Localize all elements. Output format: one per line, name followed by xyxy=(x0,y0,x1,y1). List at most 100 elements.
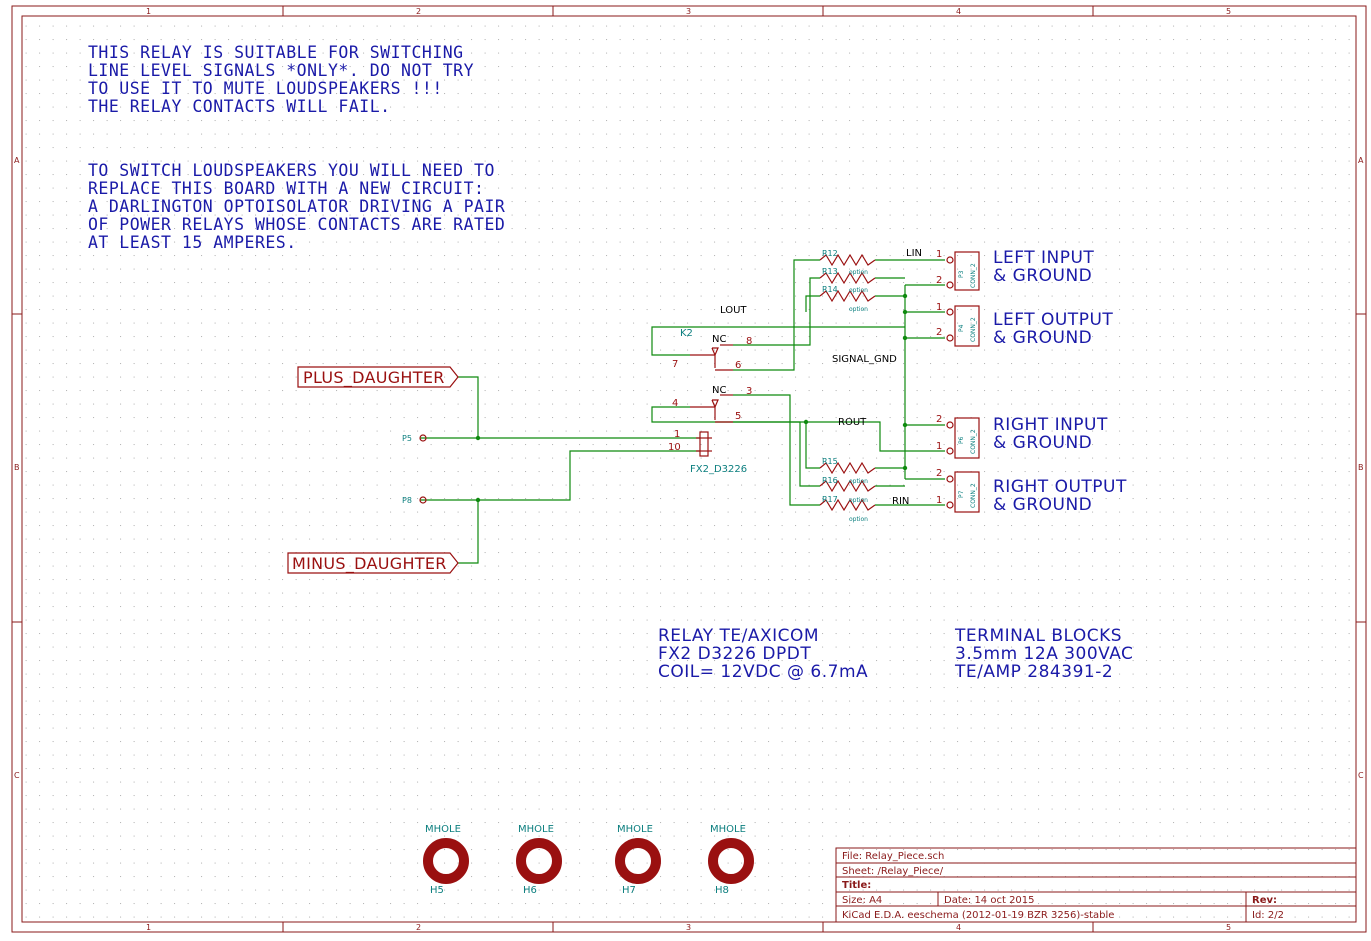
hier-label-minus: MINUS_DAUGHTER xyxy=(287,552,459,574)
advice-note: TO SWITCH LOUDSPEAKERS YOU WILL NEED TO … xyxy=(88,161,505,252)
note-line: A DARLINGTON OPTOISOLATOR DRIVING A PAIR xyxy=(88,197,505,216)
resistor-ref: R14 xyxy=(822,285,838,294)
relay-pin: 6 xyxy=(735,360,741,371)
title-block-sheet: Sheet: /Relay_Piece/ xyxy=(842,866,944,877)
note-line: FX2 D3226 DPDT xyxy=(658,644,811,664)
connector-pin: 2 xyxy=(936,468,942,479)
row-label: A xyxy=(14,156,20,165)
relay-nc-label: NC xyxy=(712,385,726,396)
connector-pin: 2 xyxy=(936,275,942,286)
connector-pin: 2 xyxy=(936,414,942,425)
mhole-ref: H6 xyxy=(523,885,537,896)
connector-pin: 1 xyxy=(936,441,942,452)
note-line: AT LEAST 15 AMPERES. xyxy=(88,233,297,252)
note-line: RELAY TE/AXICOM xyxy=(658,626,819,646)
connector-ref: P4 xyxy=(958,324,965,332)
connector-pin: 1 xyxy=(936,495,942,506)
hier-label-plus: PLUS_DAUGHTER xyxy=(297,366,459,388)
net-label-signal-gnd: SIGNAL_GND xyxy=(832,354,897,365)
connector-label: & GROUND xyxy=(993,433,1092,453)
grid-background xyxy=(22,16,1356,922)
resistor-value: option xyxy=(849,306,868,313)
resistor-ref: R15 xyxy=(822,457,838,466)
net-label-lin: LIN xyxy=(906,248,922,259)
warning-note: THIS RELAY IS SUITABLE FOR SWITCHING LIN… xyxy=(88,43,474,116)
relay-pin: 1 xyxy=(674,429,680,440)
resistor-value: option xyxy=(849,497,868,504)
note-line: TO SWITCH LOUDSPEAKERS YOU WILL NEED TO xyxy=(88,161,495,180)
resistor-ref: R17 xyxy=(822,495,838,504)
connector-p3: 1 2 P3 CONN_2 LEFT INPUT & GROUND xyxy=(936,248,1094,291)
relay-pin: 7 xyxy=(672,359,678,370)
relay-k2: K2 NC NC 7 6 8 4 5 3 1 10 FX2_D3226 xyxy=(668,328,752,475)
resistor-r17: R17 option option xyxy=(819,495,876,523)
terminal-info-note: TERMINAL BLOCKS 3.5mm 12A 300VAC TE/AMP … xyxy=(954,626,1133,682)
note-line: THE RELAY CONTACTS WILL FAIL. xyxy=(88,97,391,116)
connector-label: LEFT OUTPUT xyxy=(993,310,1113,330)
mounting-hole-h7: MHOLE H7 xyxy=(615,824,661,896)
col-label: 1 xyxy=(146,923,151,932)
col-label: 5 xyxy=(1226,7,1231,16)
mhole-value: MHOLE xyxy=(617,824,653,835)
row-label: C xyxy=(14,771,20,780)
hier-label-text: MINUS_DAUGHTER xyxy=(292,554,447,574)
connector-label: & GROUND xyxy=(993,266,1092,286)
title-block-title: Title: xyxy=(842,880,871,891)
connector-p7: 2 1 P7 CONN_2 RIGHT OUTPUT & GROUND xyxy=(936,468,1126,515)
col-label: 2 xyxy=(416,7,421,16)
connector-pin: 1 xyxy=(936,249,942,260)
connector-ref: P3 xyxy=(958,270,965,278)
connector-pin: 2 xyxy=(936,327,942,338)
connector-value: CONN_2 xyxy=(970,483,977,508)
title-block-date: Date: 14 oct 2015 xyxy=(944,895,1035,906)
relay-pin: 4 xyxy=(672,398,678,409)
testpoint-p8: P8 xyxy=(402,496,427,505)
mhole-ref: H8 xyxy=(715,885,729,896)
testpoint-ref: P5 xyxy=(402,434,412,443)
mhole-value: MHOLE xyxy=(425,824,461,835)
col-label: 2 xyxy=(416,923,421,932)
title-block-file: File: Relay_Piece.sch xyxy=(842,851,944,862)
resistor-value: option xyxy=(849,287,868,294)
title-block-size: Size: A4 xyxy=(842,895,882,906)
connector-pin: 1 xyxy=(936,302,942,313)
note-line: THIS RELAY IS SUITABLE FOR SWITCHING xyxy=(88,43,464,62)
connector-p4: 1 2 P4 CONN_2 LEFT OUTPUT & GROUND xyxy=(936,302,1113,348)
resistor-r15: R15 xyxy=(819,457,876,475)
connector-label: LEFT INPUT xyxy=(993,248,1094,268)
testpoint-p5: P5 xyxy=(402,434,427,443)
mounting-hole-h8: MHOLE H8 xyxy=(708,824,754,896)
resistor-r12: R12 xyxy=(819,249,876,267)
sheet-frame xyxy=(11,5,1367,933)
title-block: File: Relay_Piece.sch Sheet: /Relay_Piec… xyxy=(835,847,1357,923)
note-line: TE/AMP 284391-2 xyxy=(954,662,1113,682)
col-label: 1 xyxy=(146,7,151,16)
hier-label-text: PLUS_DAUGHTER xyxy=(303,368,445,388)
relay-pin: 5 xyxy=(735,411,741,422)
wires xyxy=(420,259,945,564)
col-label: 4 xyxy=(956,923,961,932)
relay-value: FX2_D3226 xyxy=(690,464,747,475)
net-label-lout: LOUT xyxy=(720,305,747,316)
mhole-ref: H7 xyxy=(622,885,636,896)
resistor-ref: R13 xyxy=(822,267,838,276)
junctions xyxy=(475,293,908,503)
mhole-value: MHOLE xyxy=(518,824,554,835)
row-label: B xyxy=(1358,463,1364,472)
resistor-r16: R16 option xyxy=(819,476,876,493)
connector-value: CONN_2 xyxy=(970,317,977,342)
mounting-hole-h6: MHOLE H6 xyxy=(516,824,562,896)
note-line: 3.5mm 12A 300VAC xyxy=(955,644,1133,664)
net-label-rin: RIN xyxy=(892,496,909,507)
connector-value: CONN_2 xyxy=(970,263,977,288)
mhole-value: MHOLE xyxy=(710,824,746,835)
resistor-r13: R13 option xyxy=(819,267,876,285)
row-label: A xyxy=(1358,156,1364,165)
frame-labels: 1 2 3 4 5 1 2 3 4 5 A B C A B C xyxy=(14,7,1364,932)
relay-info-note: RELAY TE/AXICOM FX2 D3226 DPDT COIL= 12V… xyxy=(658,626,868,682)
resistor-ref: R12 xyxy=(822,249,838,258)
relay-ref: K2 xyxy=(680,328,693,339)
col-label: 3 xyxy=(686,7,691,16)
title-block-app: KiCad E.D.A. eeschema (2012-01-19 BZR 32… xyxy=(842,910,1114,921)
